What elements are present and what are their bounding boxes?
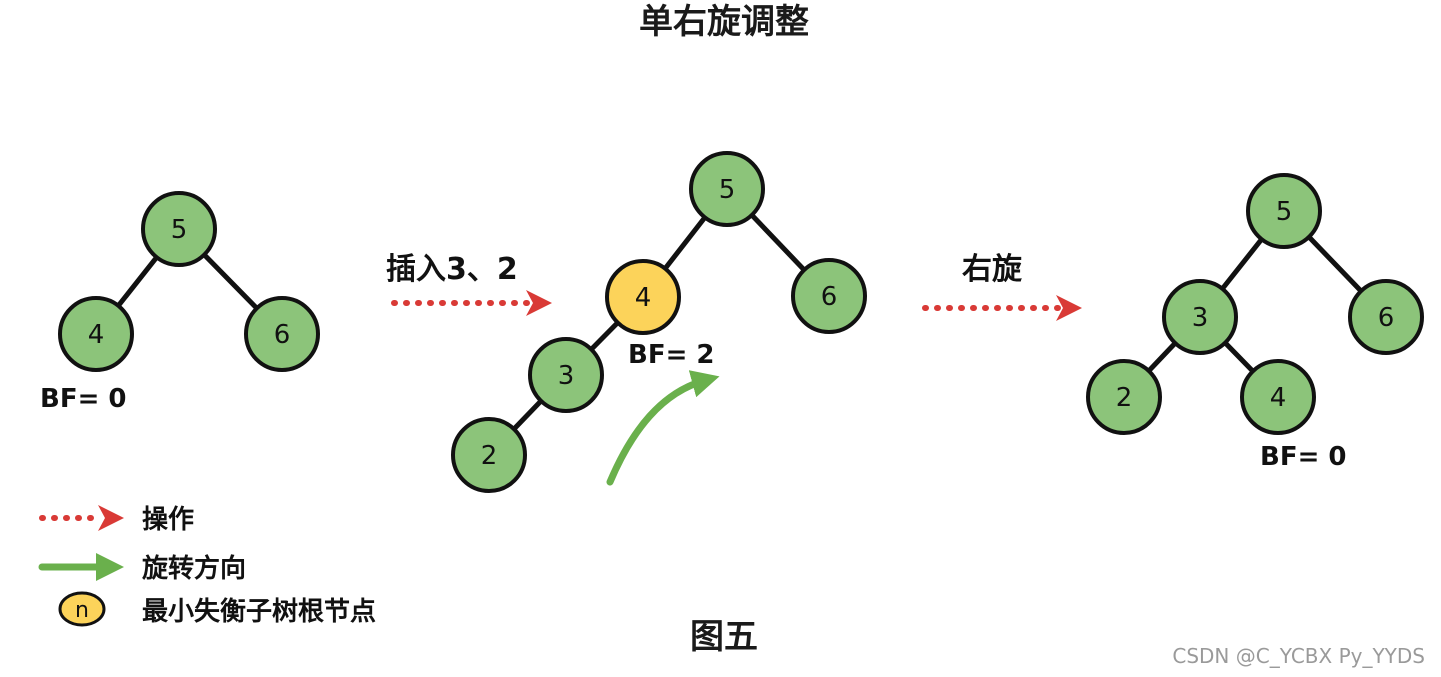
balance-factor-label: BF= 0 [1260, 442, 1347, 472]
node-label: 5 [171, 215, 188, 245]
legend: 操作 旋转方向 n 最小失衡子树根节点 [38, 505, 376, 627]
operation-arrow-head [1056, 295, 1082, 321]
tree-before-insert: 5 4 6 BF= 0 [40, 191, 320, 414]
legend-item-rotation: 旋转方向 [38, 553, 246, 584]
tree-node: 5 [1246, 173, 1322, 249]
tree-node: 6 [791, 258, 867, 334]
node-label: 2 [481, 441, 498, 471]
legend-item-operation: 操作 [39, 505, 194, 535]
tree-node: 3 [1162, 279, 1238, 355]
tree-node: 4 [58, 296, 134, 372]
node-label: 4 [1270, 383, 1287, 413]
tree-node: 6 [1348, 279, 1424, 355]
tree-after-rotation: 5 3 6 2 4 BF= 0 [1086, 173, 1424, 472]
watermark-text: CSDN @C_YCBX Py_YYDS [1172, 644, 1425, 668]
legend-item-root-node: n 最小失衡子树根节点 [58, 591, 376, 627]
node-label: 6 [1378, 303, 1395, 333]
node-label: 5 [1276, 197, 1293, 227]
tree-node: 2 [451, 417, 527, 493]
operation-arrow-head [526, 290, 552, 316]
node-label: 4 [88, 320, 105, 350]
rotation-direction-arrow [606, 370, 720, 486]
operation-label: 右旋 [962, 252, 1022, 287]
root-node-highlight: 4 [605, 259, 681, 335]
tree-node: 6 [244, 296, 320, 372]
tree-node: 5 [689, 151, 765, 227]
tree-node: 5 [141, 191, 217, 267]
operation-rotate-right: 右旋 [922, 252, 1082, 321]
operation-arrow-head-icon [98, 505, 124, 531]
operation-label: 插入3、2 [386, 252, 518, 287]
node-label: 5 [719, 175, 736, 205]
legend-label: 旋转方向 [142, 553, 246, 584]
figure-caption: 图五 [690, 617, 758, 657]
node-label: 3 [558, 361, 575, 391]
diagram-title: 单右旋调整 [639, 2, 809, 42]
legend-label: 操作 [142, 505, 194, 535]
tree-node: 2 [1086, 359, 1162, 435]
tree-node: 4 [1240, 359, 1316, 435]
node-label: 3 [1192, 303, 1209, 333]
balance-factor-label: BF= 2 [628, 340, 715, 370]
tree-node: 3 [528, 337, 604, 413]
root-node-symbol: n [75, 598, 89, 623]
tree-after-insert: 5 4 6 3 2 BF= 2 [451, 151, 867, 493]
node-label: 6 [274, 320, 291, 350]
operation-insert: 插入3、2 [386, 252, 552, 316]
root-node-icon [58, 591, 106, 627]
node-label: 2 [1116, 383, 1133, 413]
node-label: 6 [821, 282, 838, 312]
legend-label: 最小失衡子树根节点 [142, 596, 376, 627]
balance-factor-label: BF= 0 [40, 384, 127, 414]
node-label: 4 [635, 283, 652, 313]
